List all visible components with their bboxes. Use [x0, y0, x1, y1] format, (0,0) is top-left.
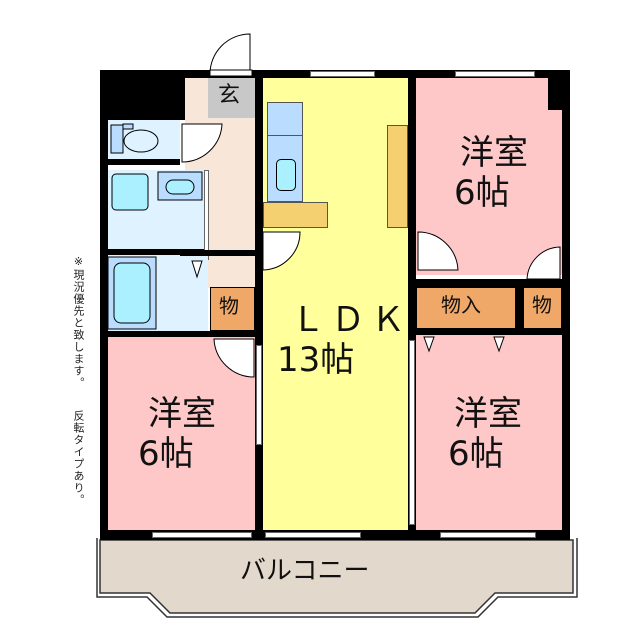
wall-bedroom-se-north [408, 329, 570, 335]
storage-east-label: 物 [532, 293, 552, 317]
genkan-label: 玄 [218, 83, 241, 108]
wall-bath-north [180, 250, 255, 256]
wall-east [562, 70, 570, 540]
toilet-room [108, 120, 180, 165]
bedroom-se-name: 洋室 [454, 394, 522, 434]
wall-closet-north [408, 279, 570, 287]
wall-bedroom-sw-north [100, 331, 260, 337]
ldk-name: ＬＤＫ [291, 300, 411, 340]
window-ldk-south [265, 532, 361, 538]
balcony-shape [96, 538, 578, 618]
note-reversed-type: 反転タイプあり。 [72, 410, 85, 506]
closet-east: 物入 [416, 287, 516, 329]
window-ldk-north [310, 71, 375, 77]
wall-west [100, 70, 108, 540]
kitchen-counter-extension [263, 202, 328, 228]
bedroom-sw-door-icon [213, 338, 255, 378]
bedroom-ne-size: 6帖 [454, 173, 510, 213]
balcony-label: バルコニー [240, 556, 370, 586]
storage-west-label: 物 [219, 294, 239, 318]
storage-west: 物 [210, 287, 255, 331]
washroom [108, 170, 208, 255]
entry-door-icon [209, 33, 253, 77]
window-sw-south [152, 532, 252, 538]
genkan: 玄 [208, 78, 255, 118]
refrigerator-space [387, 125, 408, 228]
partition-sw-ldk [256, 345, 262, 445]
bedroom-se-size: 6帖 [448, 434, 504, 474]
counter-divider [267, 135, 303, 136]
closet-east-label: 物入 [441, 293, 481, 317]
toilet-door-icon [181, 123, 223, 163]
washer-and-basin-icon [111, 171, 203, 211]
toilet-icon [110, 123, 159, 154]
window-ne-north [455, 71, 535, 77]
wall-closet-divider [516, 287, 523, 329]
kitchen-sink-icon [276, 159, 296, 191]
bedroom-sw-name: 洋室 [148, 394, 216, 434]
ldk-door-icon [262, 231, 301, 271]
note-current-condition: ※現況優先と致します。 [72, 255, 85, 389]
wall-ne-pillar [548, 78, 562, 110]
storage-east-door-icon [526, 246, 561, 280]
bedroom-sw-size: 6帖 [138, 434, 194, 474]
ldk-size: 13帖 [277, 340, 355, 380]
window-se-south [440, 532, 536, 538]
partition-ldk-se [409, 340, 415, 525]
washroom-sliding-door [204, 170, 209, 260]
bedroom-southeast: 洋室 6帖 [416, 335, 562, 530]
bedroom-ne-name: 洋室 [460, 133, 528, 173]
bathtub-icon [107, 256, 203, 330]
wall-nw-block [100, 70, 185, 120]
wall-ldk-east [408, 70, 416, 540]
storage-east: 物 [523, 287, 562, 329]
bathroom [107, 255, 208, 333]
wall-ldk-west [255, 70, 263, 540]
closet-sliding-doors-icon [423, 336, 505, 353]
bedroom-ne-door-icon [417, 231, 459, 271]
kitchen-counter [267, 102, 303, 202]
